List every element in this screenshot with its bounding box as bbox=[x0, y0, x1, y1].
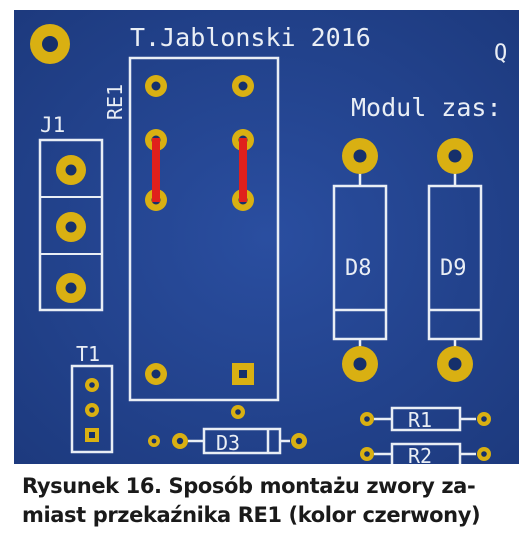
transistor-t1: T1 bbox=[70, 342, 114, 454]
jumper-wire-left bbox=[152, 138, 160, 202]
resistor-r1-label: R1 bbox=[408, 408, 432, 432]
caption-line-1: Rysunek 16. Sposób montażu zwory za- bbox=[22, 474, 476, 498]
figure-caption: Rysunek 16. Sposób montażu zwory za- mia… bbox=[22, 472, 512, 530]
resistor-r1: R1 bbox=[360, 406, 491, 432]
relay-label: RE1 bbox=[103, 84, 127, 120]
module-label: Modul zas: bbox=[351, 93, 502, 122]
caption-line-2: miast przekaźnika RE1 (kolor czerwony) bbox=[22, 503, 481, 527]
diode-d3-label: D3 bbox=[216, 431, 240, 455]
corner-label: Q bbox=[494, 41, 507, 66]
transistor-label: T1 bbox=[76, 342, 100, 366]
board-background bbox=[14, 10, 519, 464]
diode-d8: D8 bbox=[332, 138, 388, 382]
relay-re1-footprint: RE1 bbox=[103, 56, 280, 402]
connector-j1: J1 bbox=[38, 113, 104, 312]
via-pad bbox=[231, 405, 245, 419]
resistor-r2-label: R2 bbox=[408, 444, 432, 464]
diode-d3: D3 bbox=[148, 427, 307, 455]
jumper-wire-right bbox=[239, 138, 247, 202]
connector-label: J1 bbox=[40, 113, 65, 137]
diode-d9: D9 bbox=[427, 138, 483, 382]
resistor-r2: R2 bbox=[360, 442, 491, 464]
diode-d9-label: D9 bbox=[440, 256, 467, 281]
diode-d8-label: D8 bbox=[345, 256, 372, 281]
pcb-board: T.Jablonski 2016 Modul zas: Q RE1 J1 T1 bbox=[14, 10, 519, 464]
author-label: T.Jablonski 2016 bbox=[130, 23, 371, 52]
mounting-hole bbox=[30, 24, 70, 64]
